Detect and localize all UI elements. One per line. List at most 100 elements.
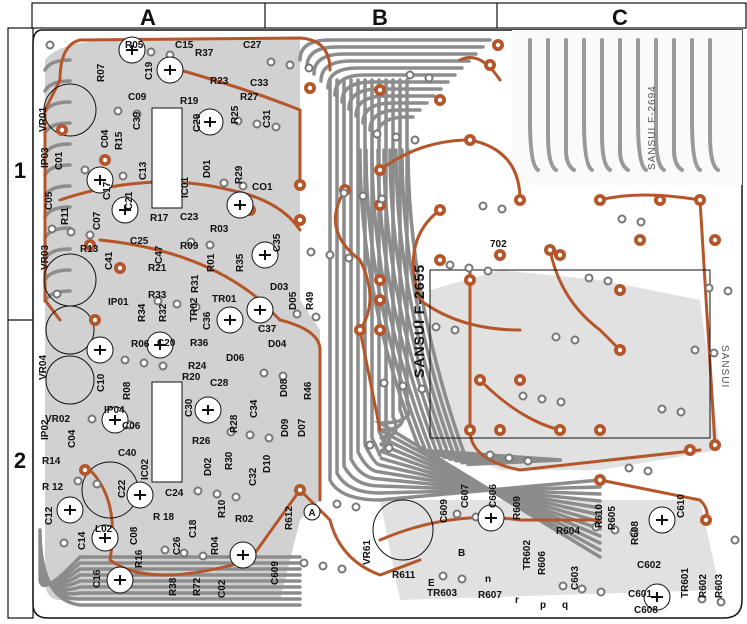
component-label: C18 <box>188 519 199 538</box>
component-label: C19 <box>144 61 155 80</box>
component-label: R23 <box>210 76 229 87</box>
component-label: TR01 <box>212 294 237 305</box>
component-label: R16 <box>134 549 145 568</box>
component-label: C25 <box>130 236 149 247</box>
component-label: C27 <box>243 40 262 51</box>
component-label: R20 <box>182 372 201 383</box>
component-label: IP02 <box>40 419 51 440</box>
component-label: D05 <box>288 291 299 310</box>
component-label: IP03 <box>40 147 51 168</box>
component-label: C606 <box>488 484 499 508</box>
component-label: R24 <box>188 361 207 372</box>
component-label: C04 <box>67 429 78 448</box>
component-label: D08 <box>279 378 290 397</box>
board-label-f2694: SANSUI F-2694 <box>647 85 658 170</box>
component-label: C07 <box>92 211 103 230</box>
component-label: C30 <box>184 398 195 417</box>
component-label: R612 <box>284 506 295 530</box>
component-label: C13 <box>138 161 149 180</box>
component-label: R37 <box>195 48 214 59</box>
grid-row-1: 1 <box>14 158 26 183</box>
grid-row-2: 2 <box>14 448 26 473</box>
marker-a: A <box>308 508 315 519</box>
component-label: C41 <box>104 251 115 270</box>
component-label: C603 <box>570 566 581 590</box>
component-label: C602 <box>637 560 661 571</box>
component-label: R49 <box>305 291 316 310</box>
component-label: R21 <box>148 263 167 274</box>
component-label: VR02 <box>45 414 70 425</box>
component-label: R13 <box>80 244 99 255</box>
component-label: n <box>485 574 491 585</box>
component-label: R46 <box>303 381 314 400</box>
component-label: C26 <box>172 536 183 555</box>
component-label: R611 <box>392 570 416 581</box>
component-label: R29 <box>234 165 245 184</box>
component-label: q <box>562 600 568 611</box>
component-label: C22 <box>117 479 128 498</box>
ic02-outline <box>151 381 183 483</box>
component-label: B <box>458 548 465 559</box>
component-label: R25 <box>230 105 241 124</box>
component-label: TR601 <box>680 568 691 598</box>
component-label: R 12 <box>42 482 64 493</box>
component-label: R04 <box>210 536 221 555</box>
board-label-f2655: SANSUI F-2655 <box>411 264 427 378</box>
ic01-outline <box>151 107 183 209</box>
component-label: C33 <box>250 78 269 89</box>
sub-board-traces <box>528 38 720 172</box>
component-label: C01 <box>54 151 65 170</box>
component-label: C31 <box>262 109 273 128</box>
component-label: C20 <box>157 338 176 349</box>
component-label: R34 <box>137 303 148 322</box>
component-label: CO1 <box>252 182 273 193</box>
component-label: C601 <box>628 589 652 600</box>
component-label: C608 <box>634 605 658 616</box>
component-label: R38 <box>168 577 179 596</box>
component-label: R33 <box>148 290 167 301</box>
component-label: C10 <box>96 373 107 392</box>
marker-circle <box>303 503 321 521</box>
component-label: C610 <box>676 494 687 518</box>
component-label: C06 <box>122 421 141 432</box>
component-label: R606 <box>537 551 548 575</box>
component-label: R02 <box>235 514 254 525</box>
component-label: R30 <box>224 451 235 470</box>
component-label: C29 <box>192 113 203 132</box>
component-label: 702 <box>490 239 507 250</box>
component-label: C02 <box>217 579 228 598</box>
component-label: R31 <box>190 274 201 293</box>
component-label: C04 <box>100 129 111 148</box>
component-label: R603 <box>714 574 725 598</box>
component-label: C39 <box>132 111 143 130</box>
component-label: C14 <box>77 531 88 550</box>
component-label: R09 <box>180 241 199 252</box>
component-label: C28 <box>210 378 229 389</box>
component-label: D01 <box>202 159 213 178</box>
component-label: C09 <box>128 92 147 103</box>
component-label: C609 <box>270 561 281 585</box>
component-label: D07 <box>297 418 308 437</box>
grid-column-c: C <box>612 5 628 30</box>
component-label: C37 <box>258 324 277 335</box>
component-label: R72 <box>192 577 203 596</box>
component-label: TR603 <box>427 588 457 599</box>
component-label: R609 <box>512 496 523 520</box>
component-label: R602 <box>698 574 709 598</box>
component-label: R35 <box>235 253 246 272</box>
component-label: C08 <box>129 526 140 545</box>
component-label: VR01 <box>38 107 49 132</box>
component-label: R610 <box>594 504 605 528</box>
component-label: p <box>540 600 546 611</box>
component-label: C12 <box>44 506 55 525</box>
component-label: C16 <box>92 569 103 588</box>
component-label: D09 <box>280 418 291 437</box>
component-symbols <box>56 36 676 611</box>
component-label: R03 <box>210 224 229 235</box>
component-label: TR02 <box>189 297 200 322</box>
component-label: L02 <box>95 524 113 535</box>
component-label: R05 <box>125 40 144 51</box>
component-label: C32 <box>248 467 259 486</box>
grid-column-b: B <box>372 5 388 30</box>
